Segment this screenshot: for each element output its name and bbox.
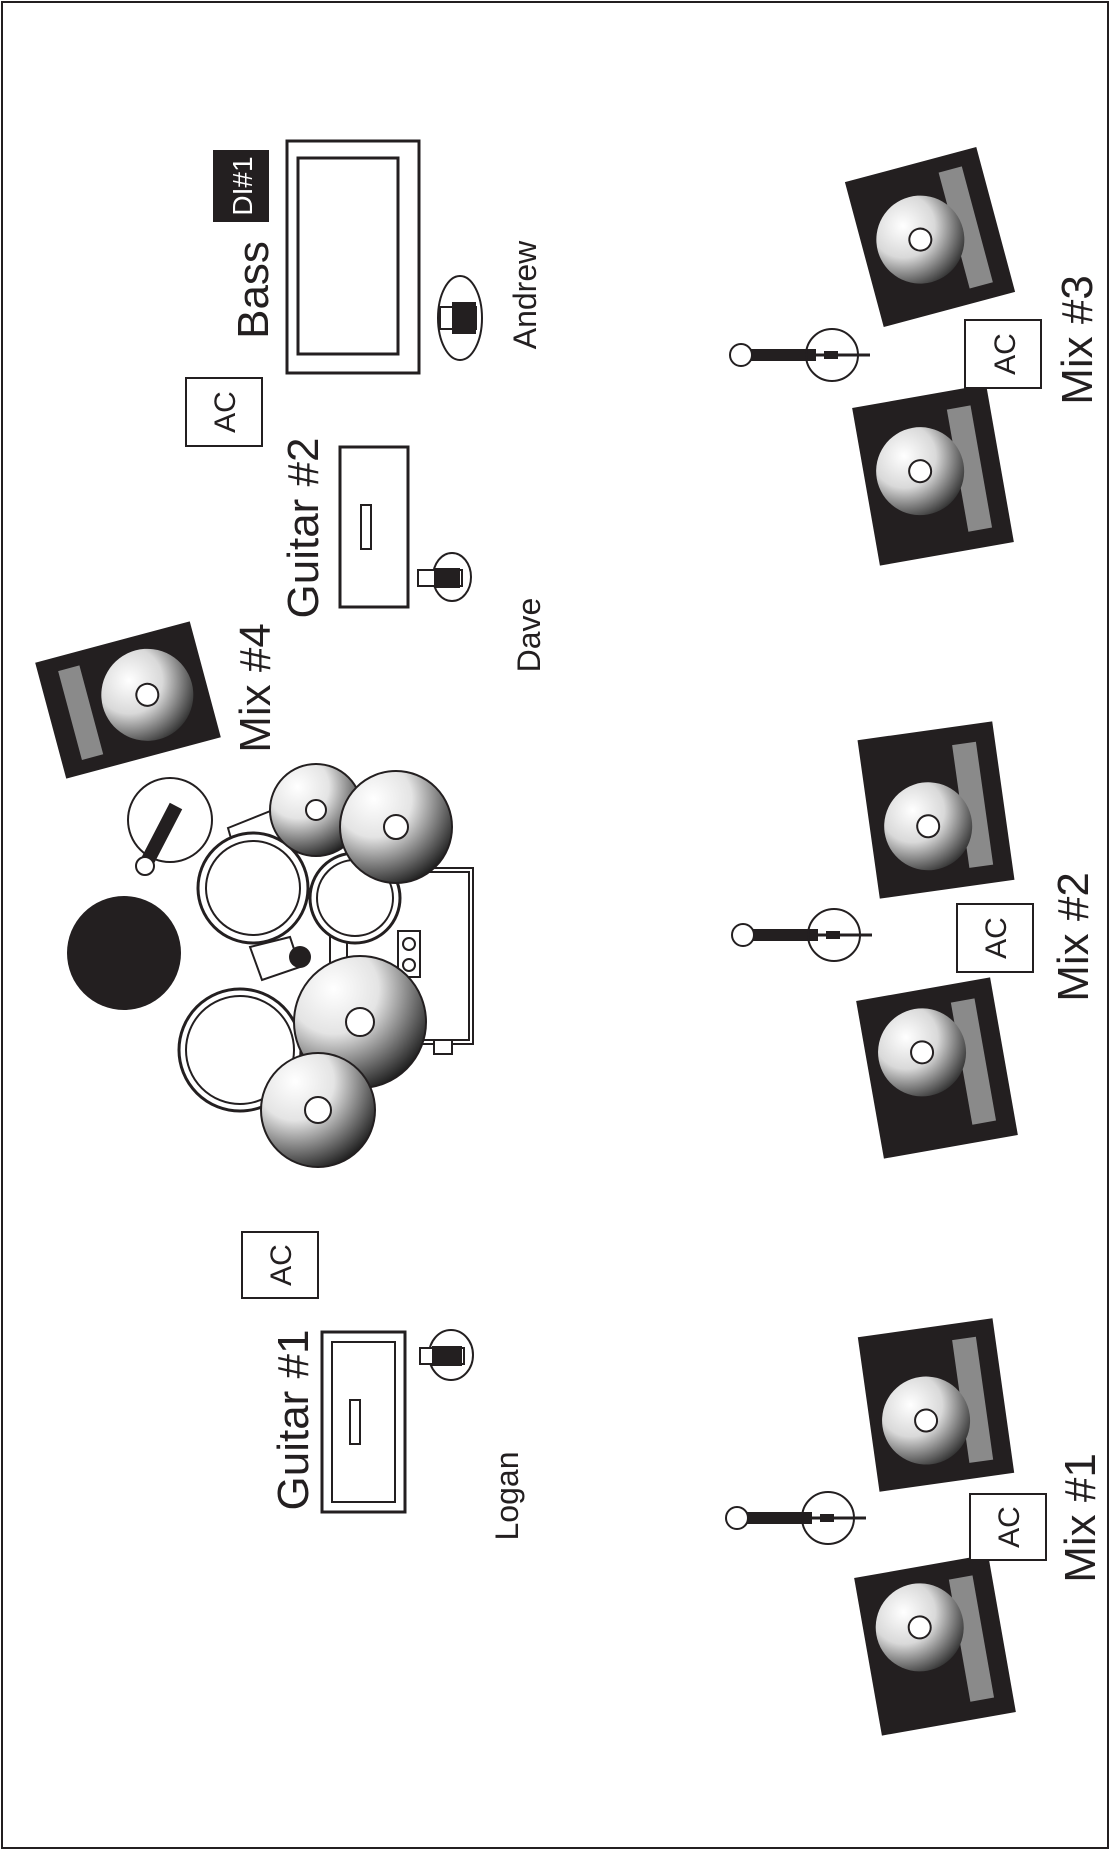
mix1-monitor-bottom (854, 1554, 1016, 1736)
cymbal-icon (339, 770, 453, 884)
guitar2-pedal-icon (417, 552, 472, 602)
mix3-monitor-bottom (852, 384, 1014, 566)
mix2-mic-icon (731, 908, 872, 962)
andrew-label: Andrew (507, 240, 543, 349)
mix2-monitor-top (857, 721, 1015, 899)
cymbal-icon (260, 1052, 376, 1168)
ac-label: AC (980, 917, 1013, 959)
drum-kit (67, 763, 474, 1168)
guitar1-label: Guitar #1 (269, 1330, 318, 1511)
mix3-monitor-top (844, 146, 1016, 328)
bass-label: Bass (229, 241, 278, 339)
bass-amp (285, 139, 421, 375)
dave-label: Dave (511, 598, 547, 673)
ac-label: AC (265, 1244, 298, 1286)
mix3-label: Mix #3 (1053, 275, 1102, 405)
guitar1-pedal-icon (419, 1329, 474, 1381)
bass-pedal-icon (437, 275, 483, 361)
ac-outlet-mix1: AC (969, 1493, 1047, 1561)
ac-outlet-mix3: AC (964, 319, 1042, 389)
ac-outlet-guitar1: AC (241, 1231, 319, 1299)
guitar2-label: Guitar #2 (279, 438, 328, 619)
mix4-label: Mix #4 (231, 623, 280, 753)
mix2-label: Mix #2 (1049, 872, 1098, 1002)
mix1-label: Mix #1 (1056, 1453, 1105, 1583)
mix3-mic-icon (729, 328, 870, 382)
mix2-monitor-bottom (856, 977, 1018, 1159)
mix1-mic-icon (725, 1491, 866, 1545)
guitar1-amp (320, 1330, 407, 1514)
guitar2-amp (338, 445, 410, 609)
ac-outlet-bass: AC (185, 377, 263, 447)
mix1-monitor-top (857, 1318, 1015, 1492)
ac-label: AC (209, 391, 242, 433)
ac-label: AC (993, 1506, 1026, 1548)
logan-label: Logan (489, 1452, 525, 1541)
mix4-monitor (35, 621, 221, 779)
ac-label: AC (989, 333, 1022, 375)
drum-mic-icon (127, 777, 213, 876)
ac-outlet-mix2: AC (956, 903, 1034, 973)
di-badge: DI#1 (213, 150, 269, 222)
bass-drum-icon (67, 896, 181, 1010)
cymbal-icon (269, 763, 363, 857)
di-label: DI#1 (227, 156, 258, 215)
